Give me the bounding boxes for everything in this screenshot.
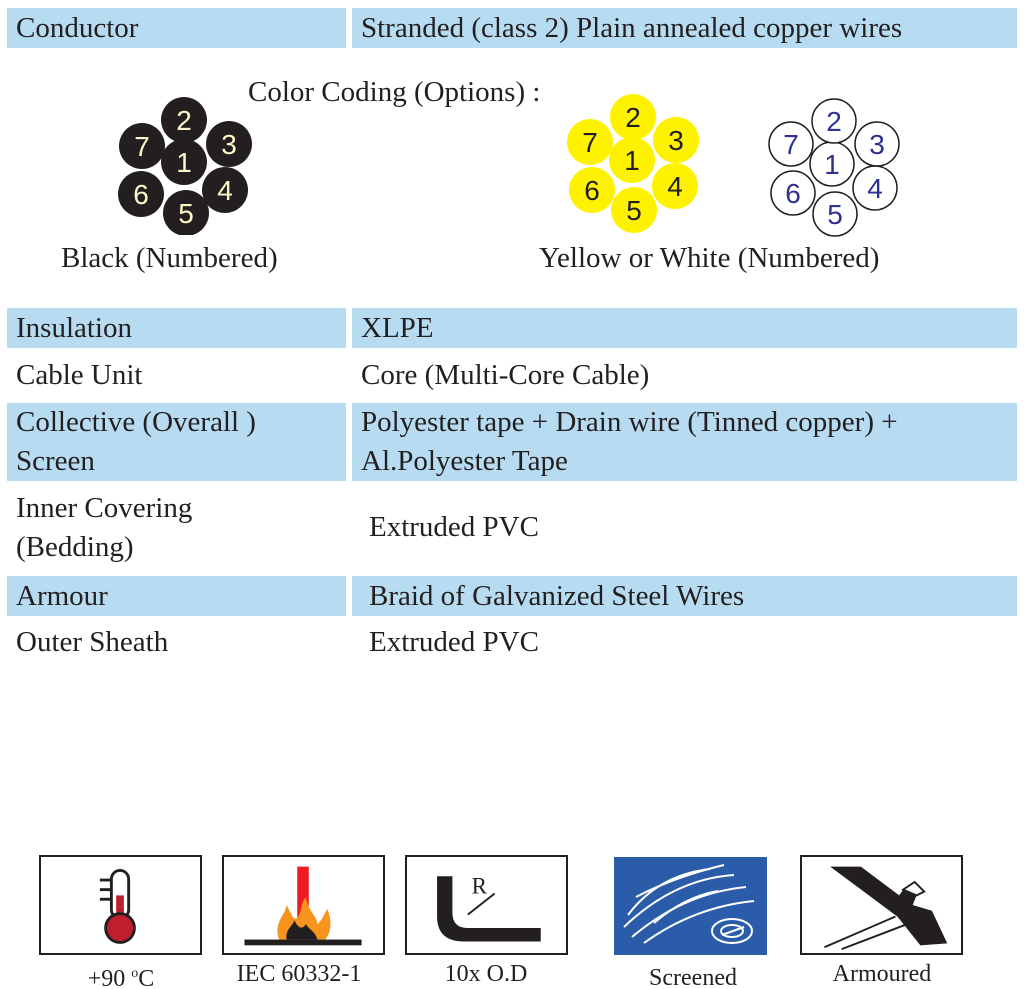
spec-label: Insulation xyxy=(7,308,346,348)
spec-row-outer-sheath: Outer Sheath Extruded PVC xyxy=(7,622,1017,662)
core-circle-1 xyxy=(609,137,655,183)
core-circle-7 xyxy=(567,119,613,165)
spec-label-line: Screen xyxy=(16,445,95,477)
spec-value: Extruded PVC xyxy=(369,511,539,543)
spec-value: XLPE xyxy=(352,308,1017,348)
core-circle-5 xyxy=(163,190,209,236)
core-circle-4 xyxy=(852,165,898,211)
spec-value: Stranded (class 2) Plain annealed copper… xyxy=(352,8,1017,48)
core-number: 6 xyxy=(133,179,149,210)
spec-label: Conductor xyxy=(7,8,346,48)
spec-label: Armour xyxy=(7,576,346,616)
degree-sign: o xyxy=(131,966,139,981)
core-circle-5 xyxy=(611,187,657,233)
spec-value: Extruded PVC xyxy=(369,626,539,658)
flame-retardant-icon-svg xyxy=(244,866,362,946)
black-core-bundle: 1 2 3 4 5 6 7 xyxy=(112,90,257,236)
core-number: 2 xyxy=(176,105,192,136)
spec-value: Core (Multi-Core Cable) xyxy=(361,359,650,391)
flame-label: IEC 60332-1 xyxy=(236,961,362,987)
spec-row-armour: Armour Braid of Galvanized Steel Wires xyxy=(7,576,1017,616)
armoured-label: Armoured xyxy=(832,961,932,987)
temperature-label: +90 oC xyxy=(36,959,206,989)
spec-label-line: (Bedding) xyxy=(16,531,134,563)
core-number: 7 xyxy=(582,127,598,158)
spec-row-conductor: Conductor Stranded (class 2) Plain annea… xyxy=(7,8,1017,48)
core-number: 5 xyxy=(178,198,194,229)
core-circle-7 xyxy=(119,123,165,169)
black-caption: Black (Numbered) xyxy=(61,242,278,274)
core-circle-1 xyxy=(161,139,207,185)
white-core-bundle: 1 2 3 4 5 6 7 xyxy=(763,92,908,237)
core-circle-7 xyxy=(768,121,814,167)
temperature-unit: C xyxy=(138,966,155,989)
flame-retardant-icon xyxy=(222,855,385,955)
spec-value: Polyester tape + Drain wire (Tinned copp… xyxy=(352,403,1017,481)
spec-label-line: Collective (Overall ) xyxy=(16,406,256,438)
core-number: 2 xyxy=(625,102,641,133)
color-coding-title: Color Coding (Options) : xyxy=(248,76,541,108)
radius-letter: R xyxy=(472,872,488,898)
screened-icon-svg xyxy=(614,857,767,955)
core-circle-3 xyxy=(653,117,699,163)
core-number: 3 xyxy=(221,129,237,160)
bending-radius-icon-svg: R xyxy=(437,872,541,942)
core-number: 7 xyxy=(783,129,799,160)
armoured-icon xyxy=(800,855,963,955)
core-circle-4 xyxy=(652,163,698,209)
spec-value-line: Polyester tape + Drain wire (Tinned copp… xyxy=(361,406,898,438)
spec-value-line: Al.Polyester Tape xyxy=(361,445,568,477)
spec-row-cable-unit: Cable Unit Core (Multi-Core Cable) xyxy=(7,355,1017,395)
core-circle-2 xyxy=(811,98,857,144)
screened-label: Screened xyxy=(649,965,737,989)
armoured-icon-svg xyxy=(823,866,948,951)
core-number: 1 xyxy=(176,147,192,178)
bend-label: 10x O.D xyxy=(444,961,528,987)
spec-row-screen: Collective (Overall ) Screen Polyester t… xyxy=(7,403,1017,481)
spec-label: Cable Unit xyxy=(16,359,143,391)
yellow-core-bundle: 1 2 3 4 5 6 7 xyxy=(562,88,707,233)
yellow-white-caption: Yellow or White (Numbered) xyxy=(539,242,880,274)
core-number: 1 xyxy=(824,149,840,180)
core-circle-5 xyxy=(812,191,858,237)
black-core-bundle-svg: 1 2 3 4 5 6 7 xyxy=(118,97,252,236)
core-circle-6 xyxy=(118,171,164,217)
yellow-core-bundle-svg: 1 2 3 4 5 6 7 xyxy=(567,94,699,233)
core-circle-4 xyxy=(202,167,248,213)
core-number: 2 xyxy=(826,106,842,137)
core-number: 6 xyxy=(584,175,600,206)
spec-label: Collective (Overall ) Screen xyxy=(7,403,346,481)
core-circle-6 xyxy=(569,167,615,213)
spec-label: Outer Sheath xyxy=(16,626,169,658)
core-number: 3 xyxy=(869,129,885,160)
screened-icon xyxy=(614,857,767,955)
spec-row-inner-covering: Inner Covering (Bedding) Extruded PVC xyxy=(7,489,1017,567)
core-number: 7 xyxy=(134,131,150,162)
spec-label-line: Inner Covering xyxy=(16,492,193,524)
thermometer-icon xyxy=(39,855,202,955)
core-number: 4 xyxy=(667,171,683,202)
core-number: 1 xyxy=(624,145,640,176)
core-circle-3 xyxy=(206,121,252,167)
core-number: 4 xyxy=(217,175,233,206)
thermometer-icon-svg xyxy=(99,869,136,944)
core-circle-6 xyxy=(770,170,816,216)
bending-radius-icon: R xyxy=(405,855,568,955)
core-number: 4 xyxy=(867,173,883,204)
white-core-bundle-svg: 1 2 3 4 5 6 7 xyxy=(768,98,900,237)
spec-value: Braid of Galvanized Steel Wires xyxy=(352,576,1017,616)
core-number: 5 xyxy=(626,195,642,226)
core-number: 3 xyxy=(668,125,684,156)
core-number: 6 xyxy=(785,178,801,209)
core-circle-2 xyxy=(610,94,656,140)
spec-row-insulation: Insulation XLPE xyxy=(7,308,1017,348)
spec-label: Inner Covering (Bedding) xyxy=(7,489,346,567)
temperature-value: +90 xyxy=(87,966,132,989)
core-circle-2 xyxy=(161,97,207,143)
core-number: 5 xyxy=(827,199,843,230)
